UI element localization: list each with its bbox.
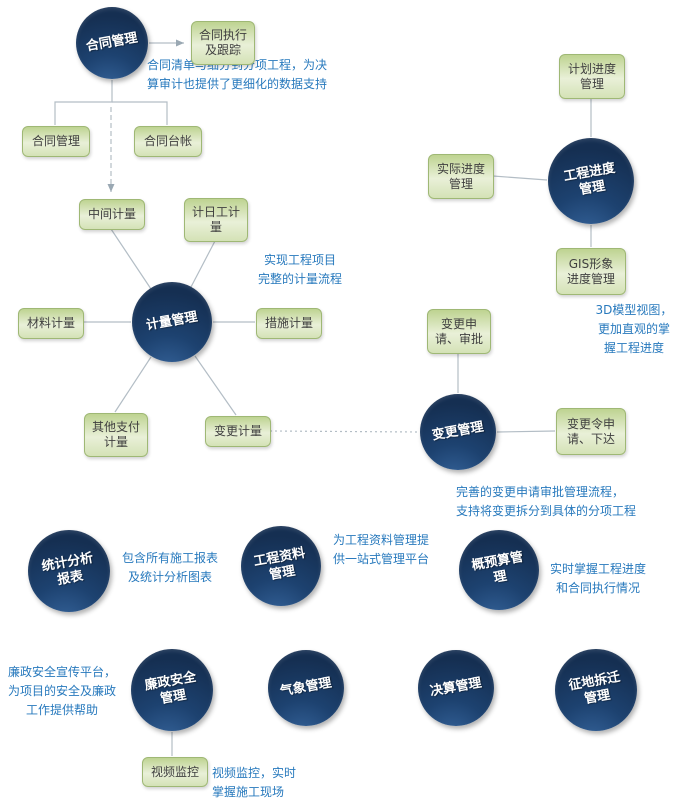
box-other-payment-measurement-label: 其他支付 计量 <box>91 420 140 449</box>
box-contract-execution-tracking: 合同执行 及跟踪 <box>191 21 255 65</box>
node-measurement-management-label: 计量管理 <box>144 309 199 334</box>
box-gis-progress: GIS形象 进度管理 <box>556 248 626 295</box>
note-documents: 为工程资料管理提 供一站式管理平台 <box>333 533 430 567</box>
box-material-measurement: 材料计量 <box>18 308 84 339</box>
node-integrity-safety-label: 廉政安全 管理 <box>143 669 198 708</box>
node-contract-management-label: 合同管理 <box>84 30 139 55</box>
box-contract-execution-tracking-label: 合同执行 及跟踪 <box>198 28 247 57</box>
box-daywork-measurement: 计日工计 量 <box>184 198 248 242</box>
box-change-measurement: 变更计量 <box>205 416 271 447</box>
node-settlement-management-label: 决算管理 <box>428 675 483 700</box>
box-change-application-approval: 变更申 请、审批 <box>427 309 491 354</box>
node-project-documents: 工程资料 管理 <box>241 526 321 606</box>
box-planned-progress-label: 计划进度 管理 <box>567 61 616 91</box>
box-contract-management: 合同管理 <box>22 126 90 157</box>
node-contract-management: 合同管理 <box>76 7 148 79</box>
node-integrity-safety: 廉政安全 管理 <box>131 649 213 731</box>
node-project-progress-management-label: 工程进度 管理 <box>562 160 617 199</box>
note-integrity: 廉政安全宣传平台， 为项目的安全及廉政 工作提供帮助 <box>7 665 116 718</box>
box-gis-progress-label: GIS形象 进度管理 <box>566 256 615 286</box>
box-measure-item-measurement: 措施计量 <box>256 308 322 339</box>
node-settlement-management: 决算管理 <box>418 650 494 726</box>
box-other-payment-measurement: 其他支付 计量 <box>84 413 148 457</box>
node-land-acquisition-label: 征地拆迁 管理 <box>567 669 622 708</box>
node-statistics-reports-label: 统计分析 报表 <box>40 550 95 589</box>
node-project-documents-label: 工程资料 管理 <box>252 545 307 584</box>
node-budget-estimate-label: 概预算管 理 <box>470 549 525 586</box>
node-change-management: 变更管理 <box>420 394 496 470</box>
node-weather-management: 气象管理 <box>268 650 344 726</box>
box-change-order-label: 变更令申 请、下达 <box>566 416 615 446</box>
box-change-application-approval-label: 变更申 请、审批 <box>434 316 483 346</box>
node-land-acquisition: 征地拆迁 管理 <box>555 649 637 731</box>
box-change-measurement-label: 变更计量 <box>213 424 262 438</box>
box-measure-item-measurement-label: 措施计量 <box>264 316 313 330</box>
box-material-measurement-label: 材料计量 <box>26 316 75 330</box>
note-video: 视频监控，实时 掌握施工现场 <box>212 766 297 800</box>
node-measurement-management: 计量管理 <box>132 282 212 362</box>
box-actual-progress: 实际进度 管理 <box>428 154 494 199</box>
box-daywork-measurement-label: 计日工计 量 <box>191 205 240 234</box>
box-change-order: 变更令申 请、下达 <box>556 408 626 455</box>
note-measurement: 实现工程项目 完整的计量流程 <box>257 253 342 287</box>
note-budget: 实时掌握工程进度 和合同执行情况 <box>549 562 646 596</box>
node-weather-management-label: 气象管理 <box>278 675 333 700</box>
box-contract-ledger: 合同台帐 <box>134 126 202 157</box>
box-actual-progress-label: 实际进度 管理 <box>436 161 485 191</box>
box-interim-measurement-label: 中间计量 <box>87 207 136 221</box>
box-planned-progress: 计划进度 管理 <box>559 54 625 99</box>
note-progress: 3D模型视图， 更加直观的掌 握工程进度 <box>595 303 673 356</box>
box-video-surveillance: 视频监控 <box>142 757 208 787</box>
box-video-surveillance-label: 视频监控 <box>150 764 199 779</box>
node-project-progress-management: 工程进度 管理 <box>548 138 634 224</box>
box-interim-measurement: 中间计量 <box>79 199 145 230</box>
node-statistics-reports: 统计分析 报表 <box>28 530 110 612</box>
node-change-management-label: 变更管理 <box>430 419 485 444</box>
note-statistics: 包含所有施工报表 及统计分析图表 <box>121 551 218 585</box>
note-change: 完善的变更申请审批管理流程， 支持将变更拆分到具体的分项工程 <box>456 485 637 519</box>
box-contract-management-label: 合同管理 <box>31 134 80 148</box>
box-contract-ledger-label: 合同台帐 <box>143 134 192 148</box>
node-budget-estimate: 概预算管 理 <box>459 530 539 610</box>
